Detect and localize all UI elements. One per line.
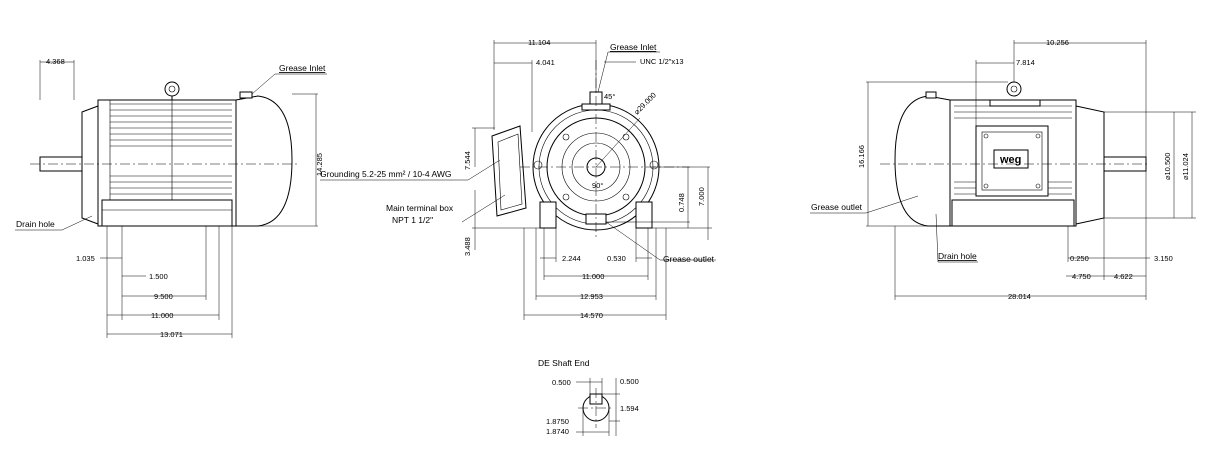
rear-dim-total: 28.014 [1008, 292, 1031, 301]
front-terminal-box [491, 125, 527, 217]
side-front-shield [81, 105, 99, 225]
rear-drain-hole-label: Drain hole [938, 251, 977, 261]
front-dim-b2: 0.530 [607, 254, 626, 263]
front-dim-b1: 2.244 [562, 254, 581, 263]
rear-fan-cover [894, 95, 951, 227]
side-dim-b3: 9.500 [154, 292, 173, 301]
front-dim-b5: 14.570 [580, 311, 603, 320]
side-grease-inlet-label: Grease Inlet [279, 63, 326, 73]
rear-grease-outlet-label: Grease outlet [811, 202, 863, 212]
rear-logo: weg [999, 154, 1021, 166]
rear-dim-top-b: 7.814 [1016, 58, 1035, 67]
rear-dim-b3: 4.750 [1072, 272, 1091, 281]
rear-dim-b4: 4.622 [1114, 272, 1133, 281]
front-dim-bottom-left: 3.488 [463, 237, 472, 256]
side-dim-height: 14.285 [315, 153, 324, 176]
front-terminal-box-label-1: Main terminal box [386, 203, 454, 213]
side-grease-fitting [239, 91, 253, 99]
shaft-end-dia-min: 1.8740 [546, 427, 569, 436]
side-fan-cover [235, 95, 293, 227]
side-feet [101, 199, 233, 227]
rear-dim-b1: 0.250 [1070, 254, 1089, 263]
front-dim-top-width: 11.104 [528, 38, 550, 47]
side-eyebolt [164, 81, 180, 97]
shaft-end-key-width: 0.500 [552, 378, 571, 387]
rear-dim-height: 16.166 [857, 145, 866, 168]
rear-terminal-box [975, 125, 1049, 197]
side-view: 4.368 14.285 Grease Inlet Drain hole 1.0… [15, 57, 327, 339]
shaft-end-title: DE Shaft End [538, 358, 590, 368]
side-dim-top: 4.368 [46, 57, 65, 66]
front-thread-label: UNC 1/2"x13 [640, 57, 684, 66]
front-view: 45° ⌀29.000 90° 11.104 4.041 Grease Inle… [320, 38, 716, 320]
rear-dim-b2: 3.150 [1154, 254, 1173, 263]
rear-view: weg 10.256 7.814 16.166 ⌀10.500 ⌀11 [810, 38, 1196, 301]
shaft-end-detail: DE Shaft End 0.500 0.500 1.594 1.8750 1.… [538, 358, 639, 436]
rear-logo-plate [993, 149, 1029, 169]
side-dim-b4: 11.000 [151, 311, 173, 320]
side-dim-b1: 1.035 [76, 254, 95, 263]
front-dim-right-a: 0.748 [677, 193, 686, 212]
side-drain-hole-label: Drain hole [16, 219, 55, 229]
front-dim-b3: 11.000 [582, 272, 604, 281]
side-dim-b2: 1.500 [149, 272, 168, 281]
front-grounding-label: Grounding 5.2-25 mm² / 10-4 AWG [320, 169, 452, 179]
shaft-end-key-height: 0.500 [620, 377, 639, 386]
front-dim-left-height: 7.544 [463, 151, 472, 170]
front-terminal-box-label-2: NPT 1 1/2" [392, 215, 433, 225]
front-dim-angle90: 90° [592, 181, 603, 190]
rear-dim-top-a: 10.256 [1046, 38, 1069, 47]
shaft-end-depth: 1.594 [620, 404, 639, 413]
front-dim-right-b: 7.000 [697, 187, 706, 206]
rear-dim-dia-b: ⌀11.024 [1181, 153, 1190, 180]
shaft-end-dia-max: 1.8750 [546, 417, 569, 426]
rear-feet [951, 199, 1075, 227]
front-foot-right [635, 201, 653, 229]
front-dim-angle: 45° [604, 92, 615, 101]
front-dim-diameter: ⌀29.000 [632, 91, 658, 117]
rear-dim-dia-a: ⌀10.500 [1163, 153, 1172, 180]
side-dim-b5: 13.071 [160, 330, 183, 339]
front-foot-left [539, 201, 557, 229]
front-dim-b4: 12.953 [580, 292, 603, 301]
front-grease-outlet-label: Grease outlet [663, 254, 715, 264]
front-dim-top-offset: 4.041 [536, 58, 555, 67]
rear-end-shield [1075, 105, 1105, 225]
front-grease-inlet-label: Grease Inlet [610, 42, 657, 52]
